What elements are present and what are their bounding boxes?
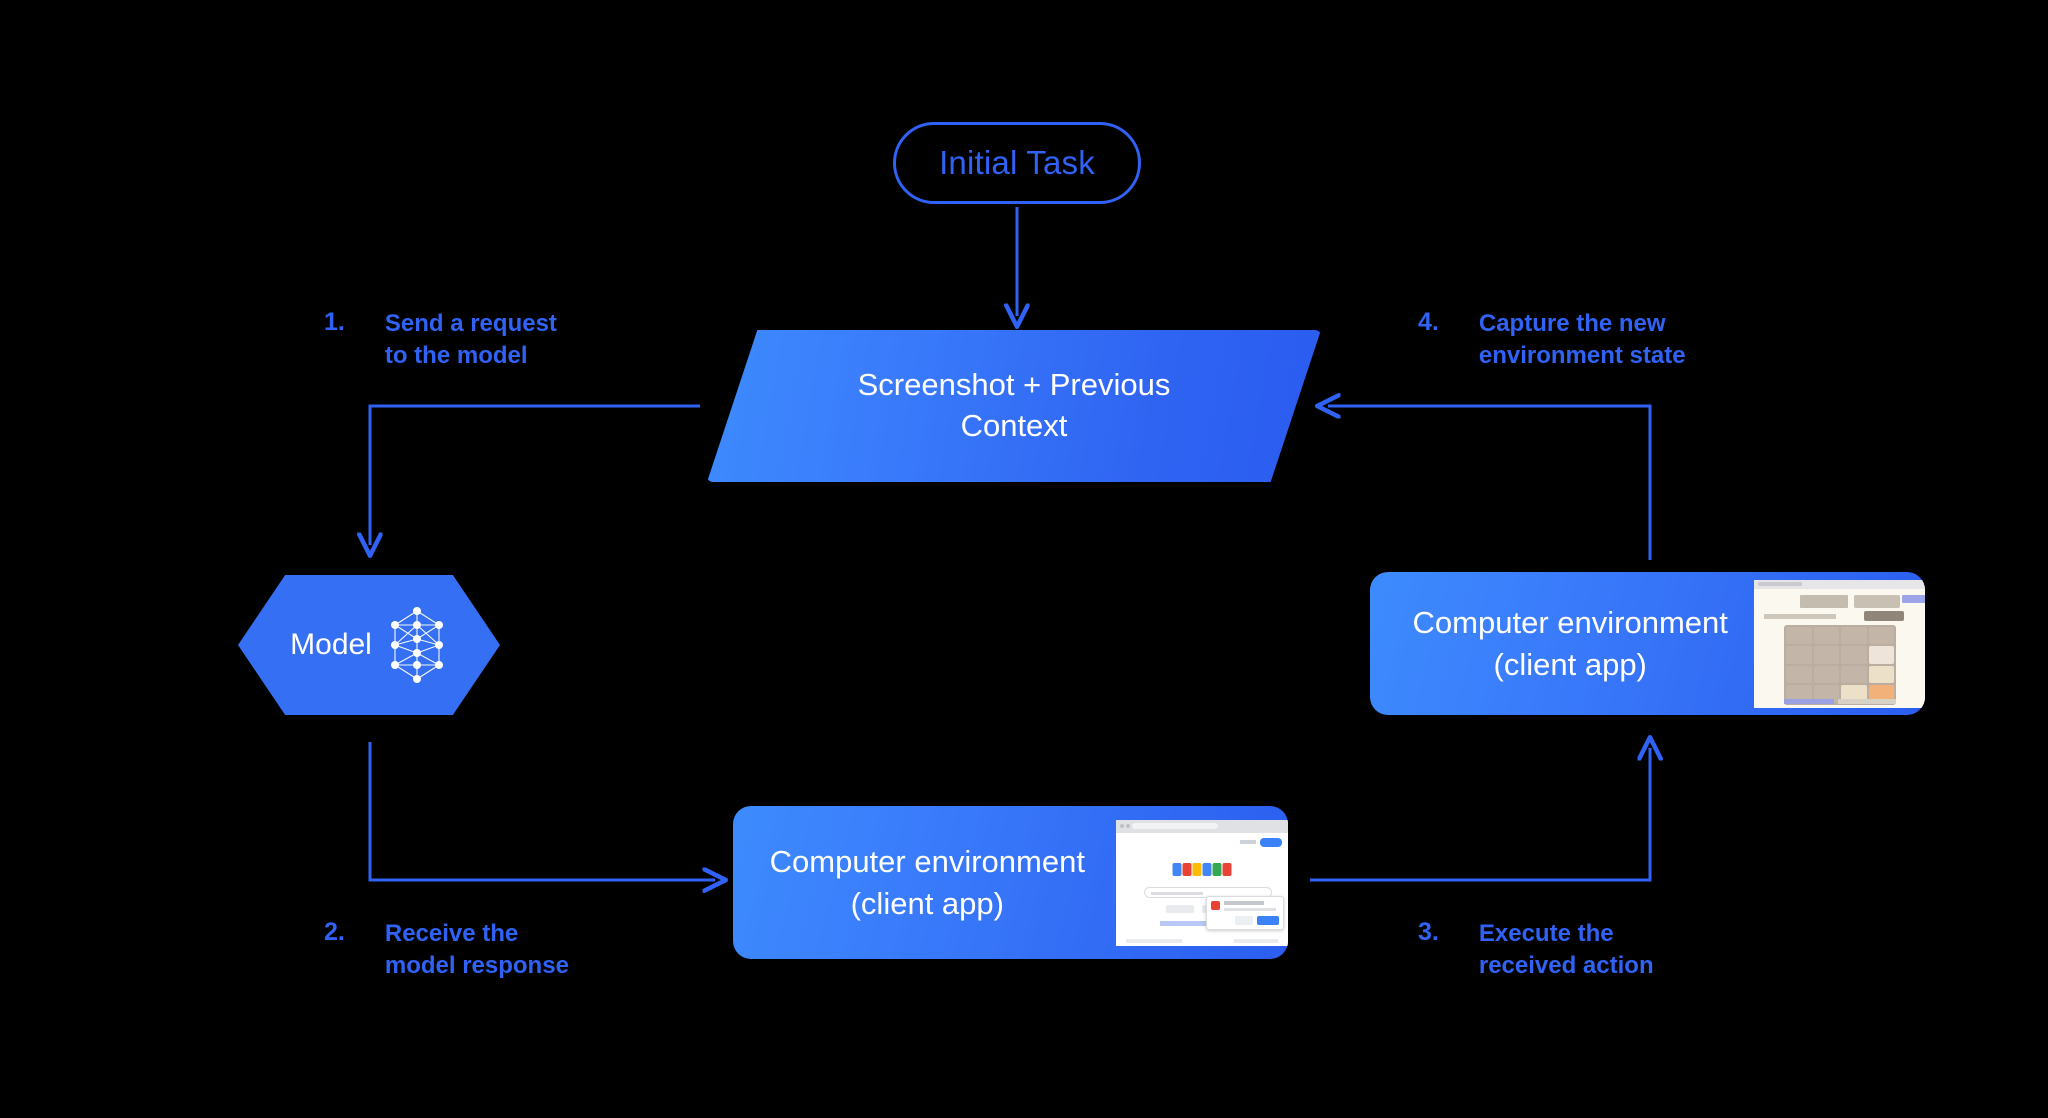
google-footer-left — [1125, 938, 1182, 943]
google-page-body — [1115, 832, 1288, 946]
game-tile — [1813, 685, 1840, 703]
step-3-label: 3. Execute the received action — [1418, 918, 1654, 982]
step-1-text: Send a request to the model — [385, 308, 557, 372]
env-right-label-line1: Computer environment — [1412, 604, 1728, 640]
step-2-line1: Receive the — [384, 920, 519, 947]
env-bottom-label: Computer environment (client app) — [753, 841, 1102, 924]
step-1-label: 1. Send a request to the model — [324, 308, 557, 372]
step-4-label: 4. Capture the new environment state — [1418, 308, 1686, 372]
step-1-line2: to the model — [384, 342, 528, 370]
initial-task-label: Initial Task — [939, 144, 1095, 181]
step-2-line2: model response — [384, 952, 569, 980]
google-top-links — [1240, 839, 1256, 844]
env-bottom-label-line2: (client app) — [850, 885, 1004, 921]
arrow-context-to-model — [370, 404, 700, 545]
game-grid — [1784, 624, 1897, 705]
step-4-text: Capture the new environment state — [1479, 308, 1686, 372]
model-node[interactable]: Model — [238, 575, 500, 715]
step-3-line2: received action — [1478, 952, 1654, 980]
step-1-number: 1. — [324, 308, 345, 336]
model-node-shape — [238, 575, 500, 715]
game-tile — [1841, 646, 1867, 664]
neural-network-icon — [390, 607, 443, 683]
context-node[interactable]: Screenshot + Previous Context — [707, 330, 1321, 482]
dialog-confirm-button — [1257, 915, 1279, 925]
google-logo-icon — [1172, 862, 1232, 876]
game-tile — [1841, 665, 1867, 683]
game-tile — [1786, 626, 1812, 644]
game-tile — [1813, 646, 1840, 664]
arrow-model-to-env-bottom — [368, 742, 715, 880]
dialog-cancel-button — [1235, 915, 1253, 925]
game-tile — [1813, 665, 1840, 683]
step-2-number: 2. — [324, 918, 345, 946]
game-tile — [1786, 665, 1812, 683]
env-right-thumbnail-2048 — [1754, 579, 1925, 708]
game-tile — [1868, 646, 1895, 664]
step-3-text: Execute the received action — [1479, 918, 1654, 982]
step-1-line1: Send a request — [384, 310, 557, 337]
game-score — [1854, 594, 1901, 608]
arrow-env-right-to-context — [1328, 406, 1652, 560]
step-2-label: 2. Receive the model response — [324, 918, 569, 982]
game-tile — [1868, 685, 1895, 703]
game-tile — [1868, 665, 1895, 683]
context-node-label-line2: Context — [960, 408, 1068, 443]
google-search-button — [1165, 904, 1194, 913]
env-bottom-thumbnail-google — [1115, 819, 1288, 946]
context-node-label-line1: Screenshot + Previous — [857, 367, 1171, 403]
step-3-number: 3. — [1418, 918, 1439, 946]
game-header-link — [1902, 594, 1925, 603]
game-subtitle — [1764, 613, 1837, 619]
step-4-line2: environment state — [1478, 342, 1686, 370]
google-signin-button — [1260, 837, 1282, 847]
game-tile — [1841, 626, 1867, 644]
game-footer-text — [1838, 698, 1897, 704]
step-3-line1: Execute the — [1478, 920, 1614, 947]
game-tile — [1786, 646, 1812, 664]
dialog-title — [1224, 900, 1264, 905]
context-node-shape — [707, 330, 1321, 482]
browser-titlebar — [1754, 579, 1925, 589]
env-right-label: Computer environment (client app) — [1392, 602, 1748, 685]
game-tile — [1786, 685, 1812, 703]
initial-task-node[interactable]: Initial Task — [893, 122, 1141, 204]
env-right-label-line2: (client app) — [1493, 646, 1647, 682]
browser-forward-icon — [1125, 823, 1130, 828]
game-tile — [1813, 626, 1840, 644]
game-tile — [1841, 685, 1867, 703]
dialog-icon — [1211, 900, 1220, 910]
step-2-text: Receive the model response — [385, 918, 569, 982]
game-page-body — [1754, 588, 1925, 708]
browser-back-icon — [1119, 823, 1124, 828]
model-node-label: Model — [290, 628, 372, 661]
arrow-env-bottom-to-env-right — [1310, 748, 1650, 882]
step-4-line1: Capture the new — [1478, 310, 1666, 337]
google-dialog — [1206, 895, 1284, 930]
env-bottom-label-line1: Computer environment — [769, 843, 1085, 879]
game-logo — [1800, 594, 1849, 608]
google-footer-right — [1234, 938, 1278, 943]
step-4-number: 4. — [1418, 308, 1439, 336]
context-node-label: Screenshot + Previous Context — [707, 330, 1321, 482]
game-footer-link — [1784, 698, 1835, 704]
game-tile — [1868, 626, 1895, 644]
dialog-body — [1224, 907, 1276, 911]
game-new-button — [1864, 610, 1905, 621]
env-right-node[interactable]: Computer environment (client app) — [1370, 572, 1925, 715]
env-bottom-node[interactable]: Computer environment (client app) — [733, 806, 1288, 959]
browser-chrome-bar — [1115, 819, 1288, 833]
